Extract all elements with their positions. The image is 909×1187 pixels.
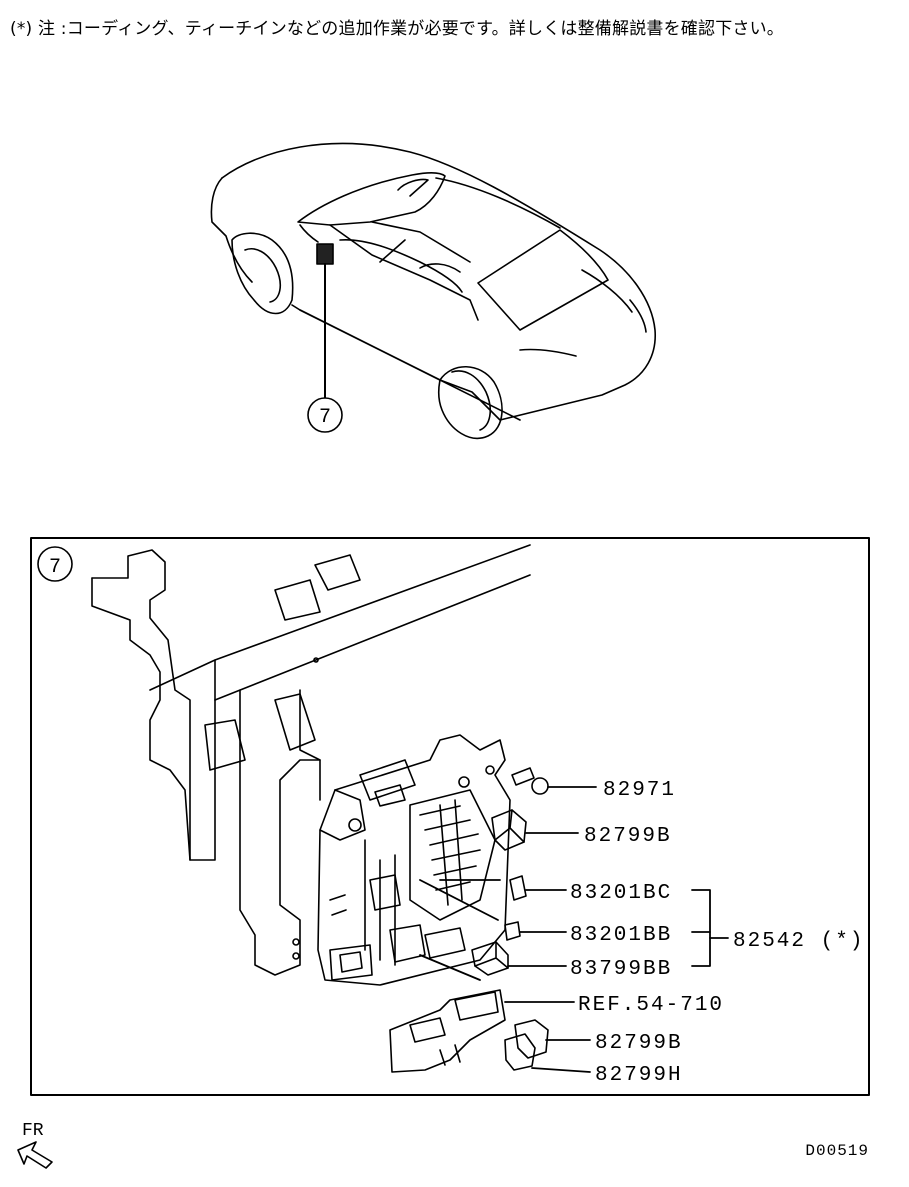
part-82971-label[interactable]: 82971	[603, 779, 676, 802]
detail-callout-number: 7	[49, 556, 61, 579]
car-callout-number: 7	[319, 406, 331, 429]
part-82799h-label[interactable]: 82799H	[595, 1064, 683, 1087]
bracket-illustration	[91, 544, 531, 976]
note-text: (*) 注 :コーディング、ティーチインなどの追加作業が必要です。詳しくは整備解…	[10, 19, 784, 39]
part-82799b-bottom-label[interactable]: 82799B	[595, 1032, 683, 1055]
fr-arrow-icon	[17, 1141, 53, 1169]
junction-box-illustration	[317, 734, 511, 986]
detail-frame	[30, 537, 870, 1096]
leader-lines	[419, 786, 729, 1073]
fr-label: FR	[22, 1121, 44, 1141]
part-82799b-top-label[interactable]: 82799B	[584, 825, 672, 848]
small-parts	[389, 767, 549, 1073]
part-82542-label[interactable]: 82542 (*)	[733, 930, 864, 953]
car-illustration	[210, 142, 656, 440]
diagram-code: D00519	[805, 1142, 869, 1160]
part-83201bc-label[interactable]: 83201BC	[570, 882, 672, 905]
part-83201bb-label[interactable]: 83201BB	[570, 924, 672, 947]
ref-label[interactable]: REF.54-710	[578, 994, 724, 1017]
part-83799bb-label[interactable]: 83799BB	[570, 958, 672, 981]
